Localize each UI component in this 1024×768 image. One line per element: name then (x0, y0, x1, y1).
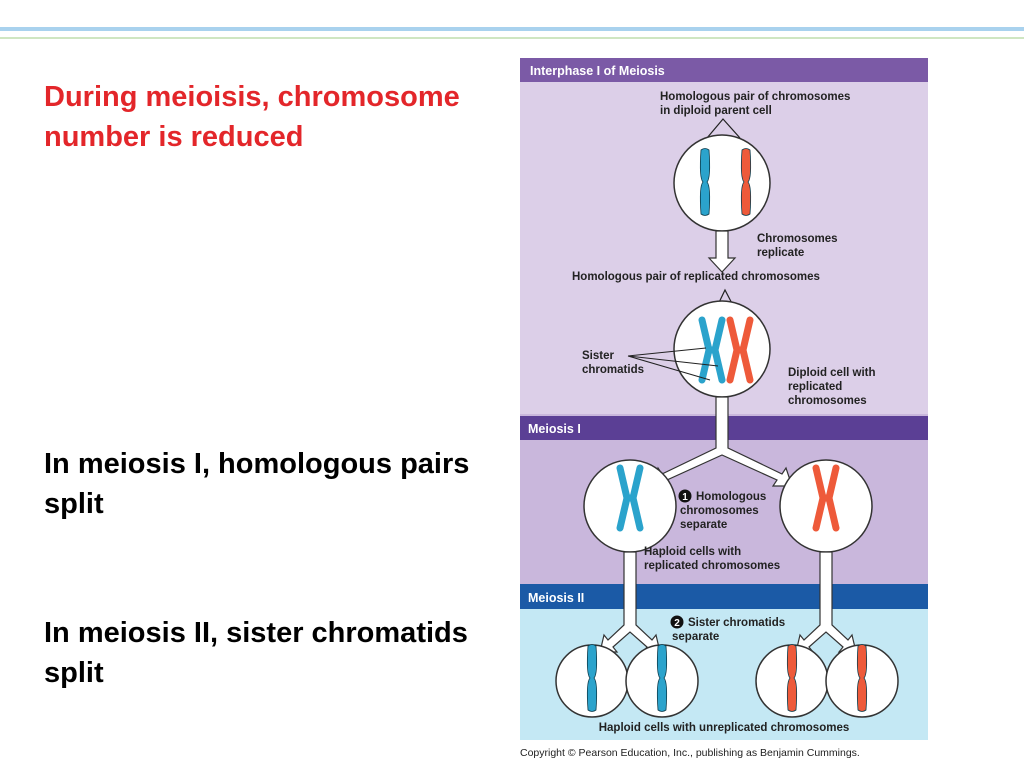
label-homologous-pair-1: Homologous pair of chromosomes (660, 91, 850, 103)
diploid-parent-cell (673, 134, 771, 232)
label-sister-2: chromatids (582, 364, 644, 376)
label-step1-2: chromosomes (680, 505, 759, 517)
arrow-replicate (707, 230, 737, 273)
meiosis2-title: Meiosis II (528, 591, 584, 605)
haploid-cell-red (779, 459, 873, 553)
step-2-badge (670, 615, 684, 629)
step-1-badge (678, 489, 692, 503)
haploid-cell-blue (583, 459, 677, 553)
label-step2-1: Sister chromatids (688, 617, 785, 629)
header-accent-line (0, 27, 1024, 31)
step-2-number: 2 (674, 618, 680, 629)
pointer-sister-chromatids (627, 347, 719, 381)
step-1-number: 1 (682, 492, 688, 503)
label-replicate-1: Chromosomes (757, 233, 838, 245)
arrow-meiosis2-left (599, 551, 661, 653)
meiosis2-band (520, 584, 928, 609)
label-haploid-2: replicated chromosomes (644, 560, 780, 572)
interphase-title: Interphase I of Meiosis (530, 64, 665, 78)
arrow-meiosis2-right (795, 551, 857, 653)
interphase-band (520, 58, 928, 82)
copyright-notice: Copyright © Pearson Education, Inc., pub… (520, 747, 860, 759)
label-step2-2: separate (672, 631, 719, 643)
bullet-meiosis-2: In meiosis II, sister chromatids split (44, 617, 468, 689)
label-diploid-1: Diploid cell with (788, 367, 876, 379)
label-haploid-1: Haploid cells with (644, 546, 741, 558)
header-accent-line-thin (0, 37, 1024, 39)
meiosis1-title: Meiosis I (528, 422, 581, 436)
label-final-result: Haploid cells with unreplicated chromoso… (599, 722, 850, 734)
meiosis-diagram: Interphase I of Meiosis Meiosis I Meiosi… (520, 58, 928, 740)
slide-heading: During meioisis, chromosome number is re… (44, 81, 460, 153)
label-replicated-pair: Homologous pair of replicated chromosome… (572, 271, 820, 283)
bullet-meiosis-1: In meiosis I, homologous pairs split (44, 448, 470, 520)
label-sister-1: Sister (582, 350, 614, 362)
label-homologous-pair-2: in diploid parent cell (660, 105, 772, 117)
label-step1-1: Homologous (696, 491, 766, 503)
label-diploid-3: chromosomes (788, 395, 867, 407)
pointer-homologous (706, 118, 741, 139)
label-diploid-2: replicated (788, 381, 842, 393)
label-replicate-2: replicate (757, 247, 804, 259)
label-step1-3: separate (680, 519, 727, 531)
